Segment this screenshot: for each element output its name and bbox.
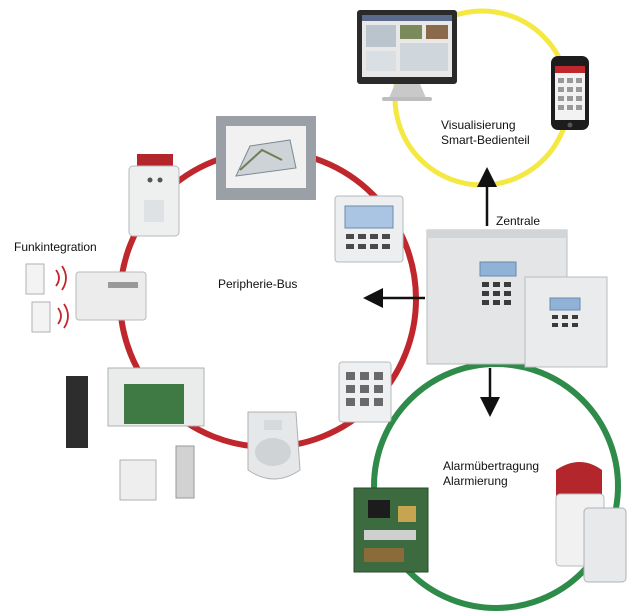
peripherie-bus-label: Peripherie-Bus <box>218 277 298 291</box>
outdoor-siren-icon <box>555 462 627 583</box>
alarmierung-label: Alarmierung <box>443 474 508 488</box>
keypad-icon <box>334 195 404 263</box>
monitor-icon <box>357 10 457 101</box>
radio-module-icon <box>25 263 147 333</box>
visualisierung-label: Visualisierung <box>441 118 516 132</box>
bus-module-icon <box>66 367 205 501</box>
circuit-board-icon <box>353 487 429 573</box>
central-unit-icon <box>426 229 608 368</box>
touch-panel-icon <box>216 116 316 200</box>
funkintegration-label: Funkintegration <box>14 240 97 254</box>
motion-detector-icon <box>247 411 301 480</box>
smart-bedienteil-label: Smart-Bedienteil <box>441 133 530 147</box>
alarmuebertragung-label: Alarmübertragung <box>443 459 540 473</box>
siren-icon <box>128 154 180 237</box>
zentrale-label: Zentrale <box>496 214 541 228</box>
smartphone-icon <box>551 56 589 130</box>
code-keypad-icon <box>338 361 392 423</box>
